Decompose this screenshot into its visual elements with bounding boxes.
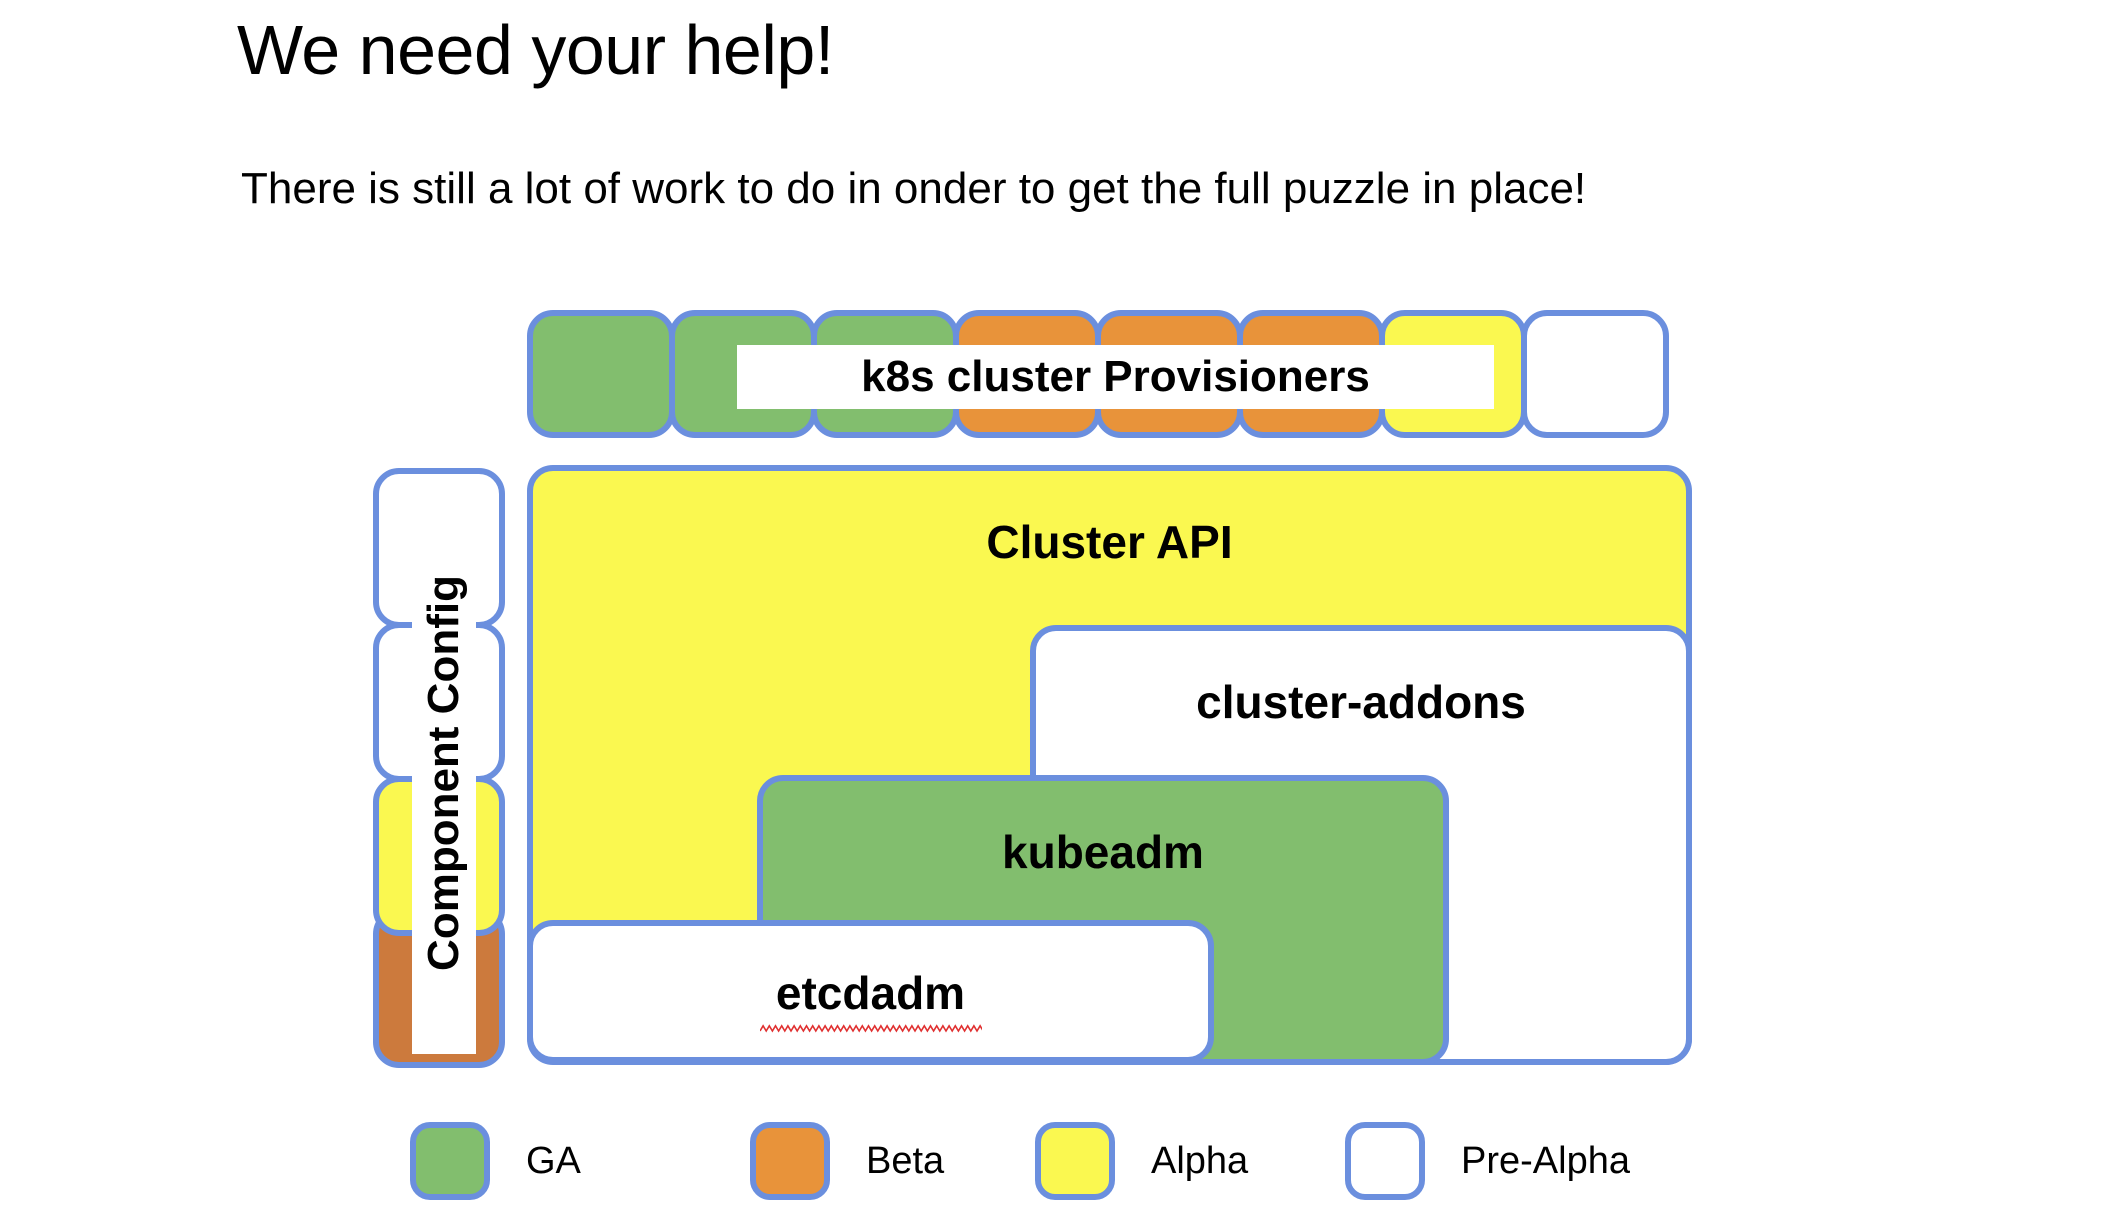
box-kubeadm-label: kubeadm xyxy=(1002,826,1204,878)
provisioners-label: k8s cluster Provisioners xyxy=(861,352,1370,401)
legend-swatch-alpha xyxy=(1035,1122,1115,1200)
component-config-label-band: Component Config xyxy=(412,492,476,1054)
legend-swatch-pre-alpha xyxy=(1345,1122,1425,1200)
spellcheck-underline-icon xyxy=(759,1024,982,1033)
box-etcdadm[interactable]: etcdadm xyxy=(527,920,1214,1063)
provisioner-cell-ga[interactable] xyxy=(527,310,675,438)
box-cluster-addons-label: cluster-addons xyxy=(1196,676,1526,728)
page-title: We need your help! xyxy=(237,11,834,89)
provisioners-label-band: k8s cluster Provisioners xyxy=(737,345,1494,409)
status-legend: GA Beta Alpha Pre-Alpha xyxy=(0,1122,2126,1212)
legend-label-beta: Beta xyxy=(866,1140,945,1182)
legend-item-pre-alpha: Pre-Alpha xyxy=(1345,1122,1630,1200)
provisioner-cell-pre-alpha[interactable] xyxy=(1521,310,1669,438)
legend-swatch-ga xyxy=(410,1122,490,1200)
legend-swatch-beta xyxy=(750,1122,830,1200)
page-subtitle: There is still a lot of work to do in on… xyxy=(241,164,1587,213)
legend-label-ga: GA xyxy=(526,1140,581,1182)
legend-item-alpha: Alpha xyxy=(1035,1122,1248,1200)
legend-item-beta: Beta xyxy=(750,1122,944,1200)
legend-label-alpha: Alpha xyxy=(1151,1140,1249,1182)
component-config-label: Component Config xyxy=(419,575,469,971)
box-etcdadm-label: etcdadm xyxy=(775,967,966,1019)
legend-item-ga: GA xyxy=(410,1122,581,1200)
legend-label-pre-alpha: Pre-Alpha xyxy=(1461,1140,1630,1182)
box-cluster-api-label: Cluster API xyxy=(986,516,1233,568)
